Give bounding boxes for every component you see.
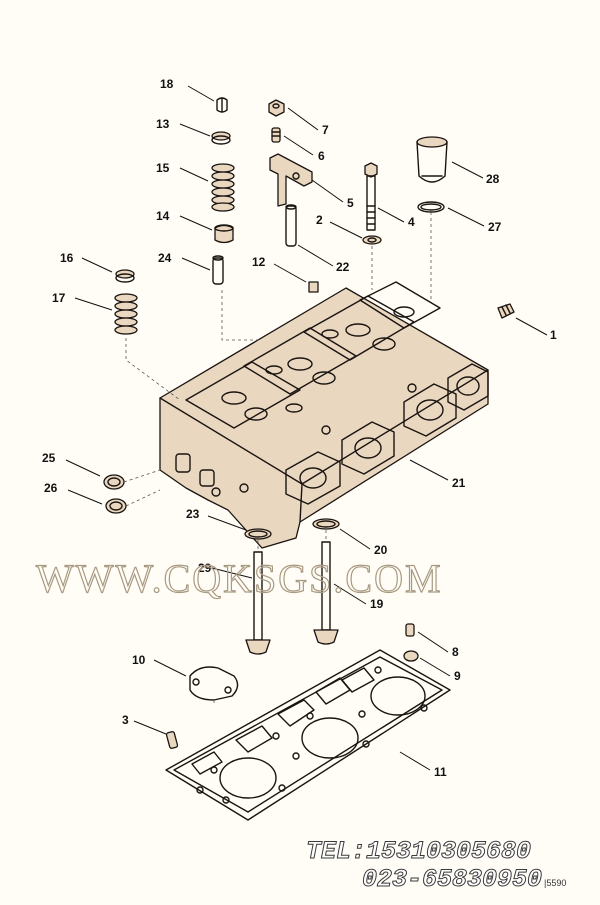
watermark-phone-2: 023-65830950	[362, 865, 542, 894]
part-28-sleeve	[416, 136, 448, 183]
part-14-stem-seal	[214, 224, 234, 244]
callout-5: 5	[347, 196, 354, 210]
callout-12: 12	[252, 255, 266, 269]
callout-28: 28	[486, 172, 500, 186]
part-3-dowel-pin	[165, 731, 179, 749]
callout-15: 15	[156, 161, 170, 175]
part-23-seat-insert	[244, 528, 272, 540]
callout-14: 14	[156, 209, 170, 223]
callout-26: 26	[44, 481, 58, 495]
callout-4: 4	[408, 215, 415, 229]
part-27-oring	[417, 201, 445, 213]
part-5-rocker-lever	[269, 153, 313, 207]
callout-18: 18	[160, 77, 174, 91]
part-16-retainer	[115, 269, 135, 283]
part-1-fitting	[497, 303, 515, 319]
callout-13: 13	[156, 117, 170, 131]
watermark-phone-1: TEL:15310305680	[306, 837, 531, 866]
callout-1: 1	[550, 328, 557, 342]
callout-leaders	[65, 85, 548, 771]
part-17-spring	[114, 293, 138, 335]
watermark-site: WWW.CQKSGS.COM	[36, 556, 443, 601]
callout-17: 17	[52, 291, 66, 305]
part-29-seat-insert	[312, 518, 340, 530]
part-8-dowel	[405, 623, 415, 637]
callout-21: 21	[452, 476, 466, 490]
part-11-head-gasket	[165, 649, 451, 821]
part-18-collet	[216, 97, 228, 113]
callout-27: 27	[488, 220, 502, 234]
part-12-plug	[308, 281, 319, 293]
callout-9: 9	[454, 669, 461, 683]
callout-23: 23	[186, 507, 200, 521]
callout-7: 7	[322, 123, 329, 137]
part-9-ring	[403, 650, 419, 662]
part-2-washer	[362, 235, 382, 245]
callout-10: 10	[132, 653, 146, 667]
callout-numbers: 18 13 15 14 24 16 17 7 6 5 4 2 22 12 28 …	[42, 77, 557, 779]
part-13-retainer	[211, 131, 231, 145]
callout-20: 29	[198, 561, 212, 575]
callout-8: 8	[452, 645, 459, 659]
callout-3: 3	[122, 713, 129, 727]
callout-2: 2	[316, 213, 323, 227]
part-19-valve	[313, 541, 339, 645]
part-26-plug	[105, 498, 127, 514]
part-21-cylinder-head	[159, 281, 489, 549]
part-6-adjusting-screw	[271, 127, 281, 143]
part-25-plug	[103, 474, 125, 490]
callout-24: 24	[158, 251, 172, 265]
part-22-pushrod	[285, 204, 297, 247]
callout-11: 11	[434, 765, 447, 779]
assembly-lines	[123, 212, 432, 706]
callout-16: 16	[60, 251, 74, 265]
figure-reference: |5590	[544, 878, 566, 888]
part-4-capscrew	[364, 162, 378, 231]
part-15-spring	[211, 163, 235, 212]
callout-22: 22	[336, 260, 350, 274]
part-20-valve	[245, 551, 271, 655]
part-7-nut	[268, 99, 285, 117]
part-24-valve-guide	[212, 255, 224, 285]
callout-25: 25	[42, 451, 56, 465]
callout-29: 20	[374, 543, 388, 557]
callout-6: 6	[318, 149, 325, 163]
part-10-gasket	[189, 666, 239, 701]
callout-19: 19	[370, 597, 384, 611]
